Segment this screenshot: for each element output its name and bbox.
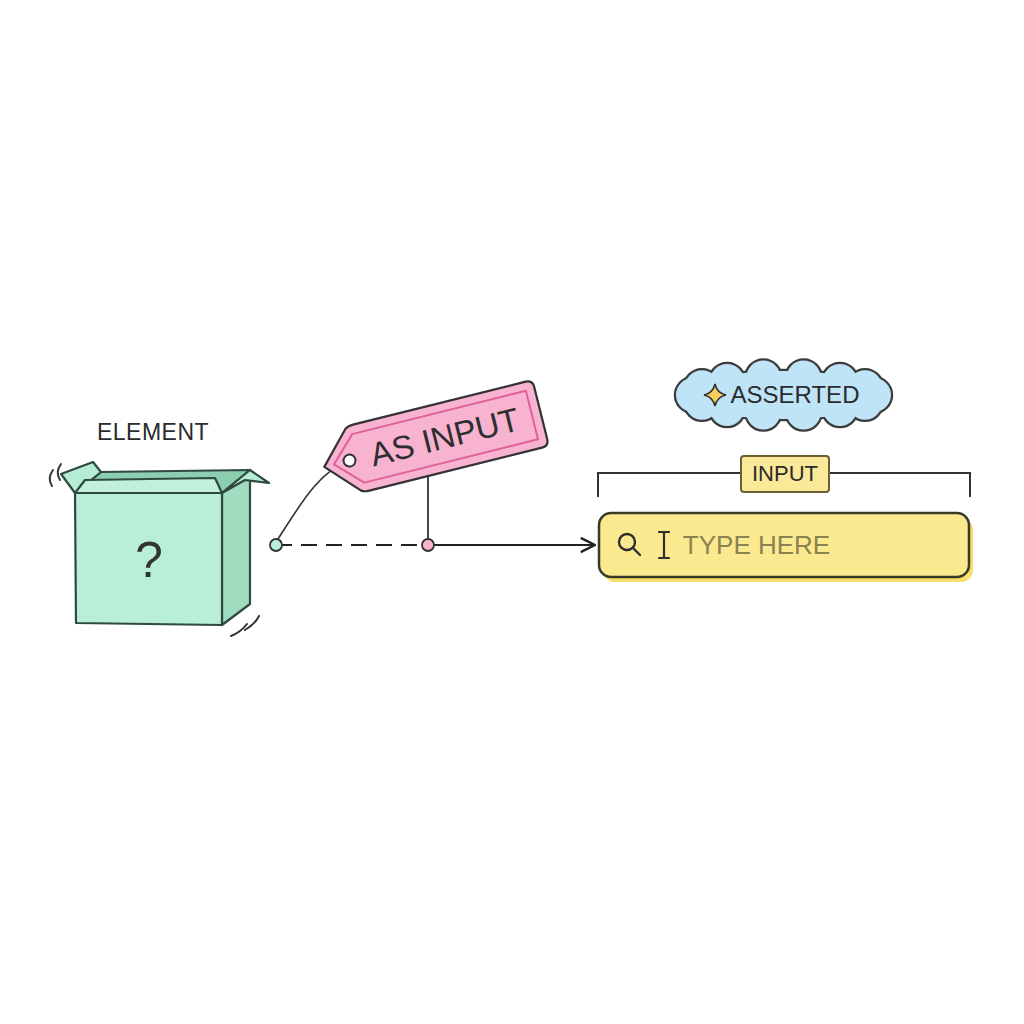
sparkle-icon [704, 384, 726, 406]
search-icon [619, 534, 640, 555]
status-text: ASSERTED [731, 383, 860, 407]
tag-dot [422, 539, 434, 551]
text-cursor [659, 532, 669, 558]
start-dot [270, 539, 282, 551]
status-cloud: ASSERTED [673, 361, 894, 429]
tag-label: AS INPUT [311, 376, 552, 503]
field-label: INPUT [740, 455, 830, 493]
placeholder-text: TYPE HERE [683, 532, 830, 558]
tag-string [427, 470, 429, 539]
question-mark: ? [135, 535, 163, 585]
box3d-outline [55, 410, 270, 640]
field-label-text: INPUT [752, 463, 818, 485]
element-label: ELEMENT [97, 421, 209, 444]
element-box: ELEMENT? [55, 410, 270, 640]
input-field: TYPE HERE [598, 512, 970, 578]
